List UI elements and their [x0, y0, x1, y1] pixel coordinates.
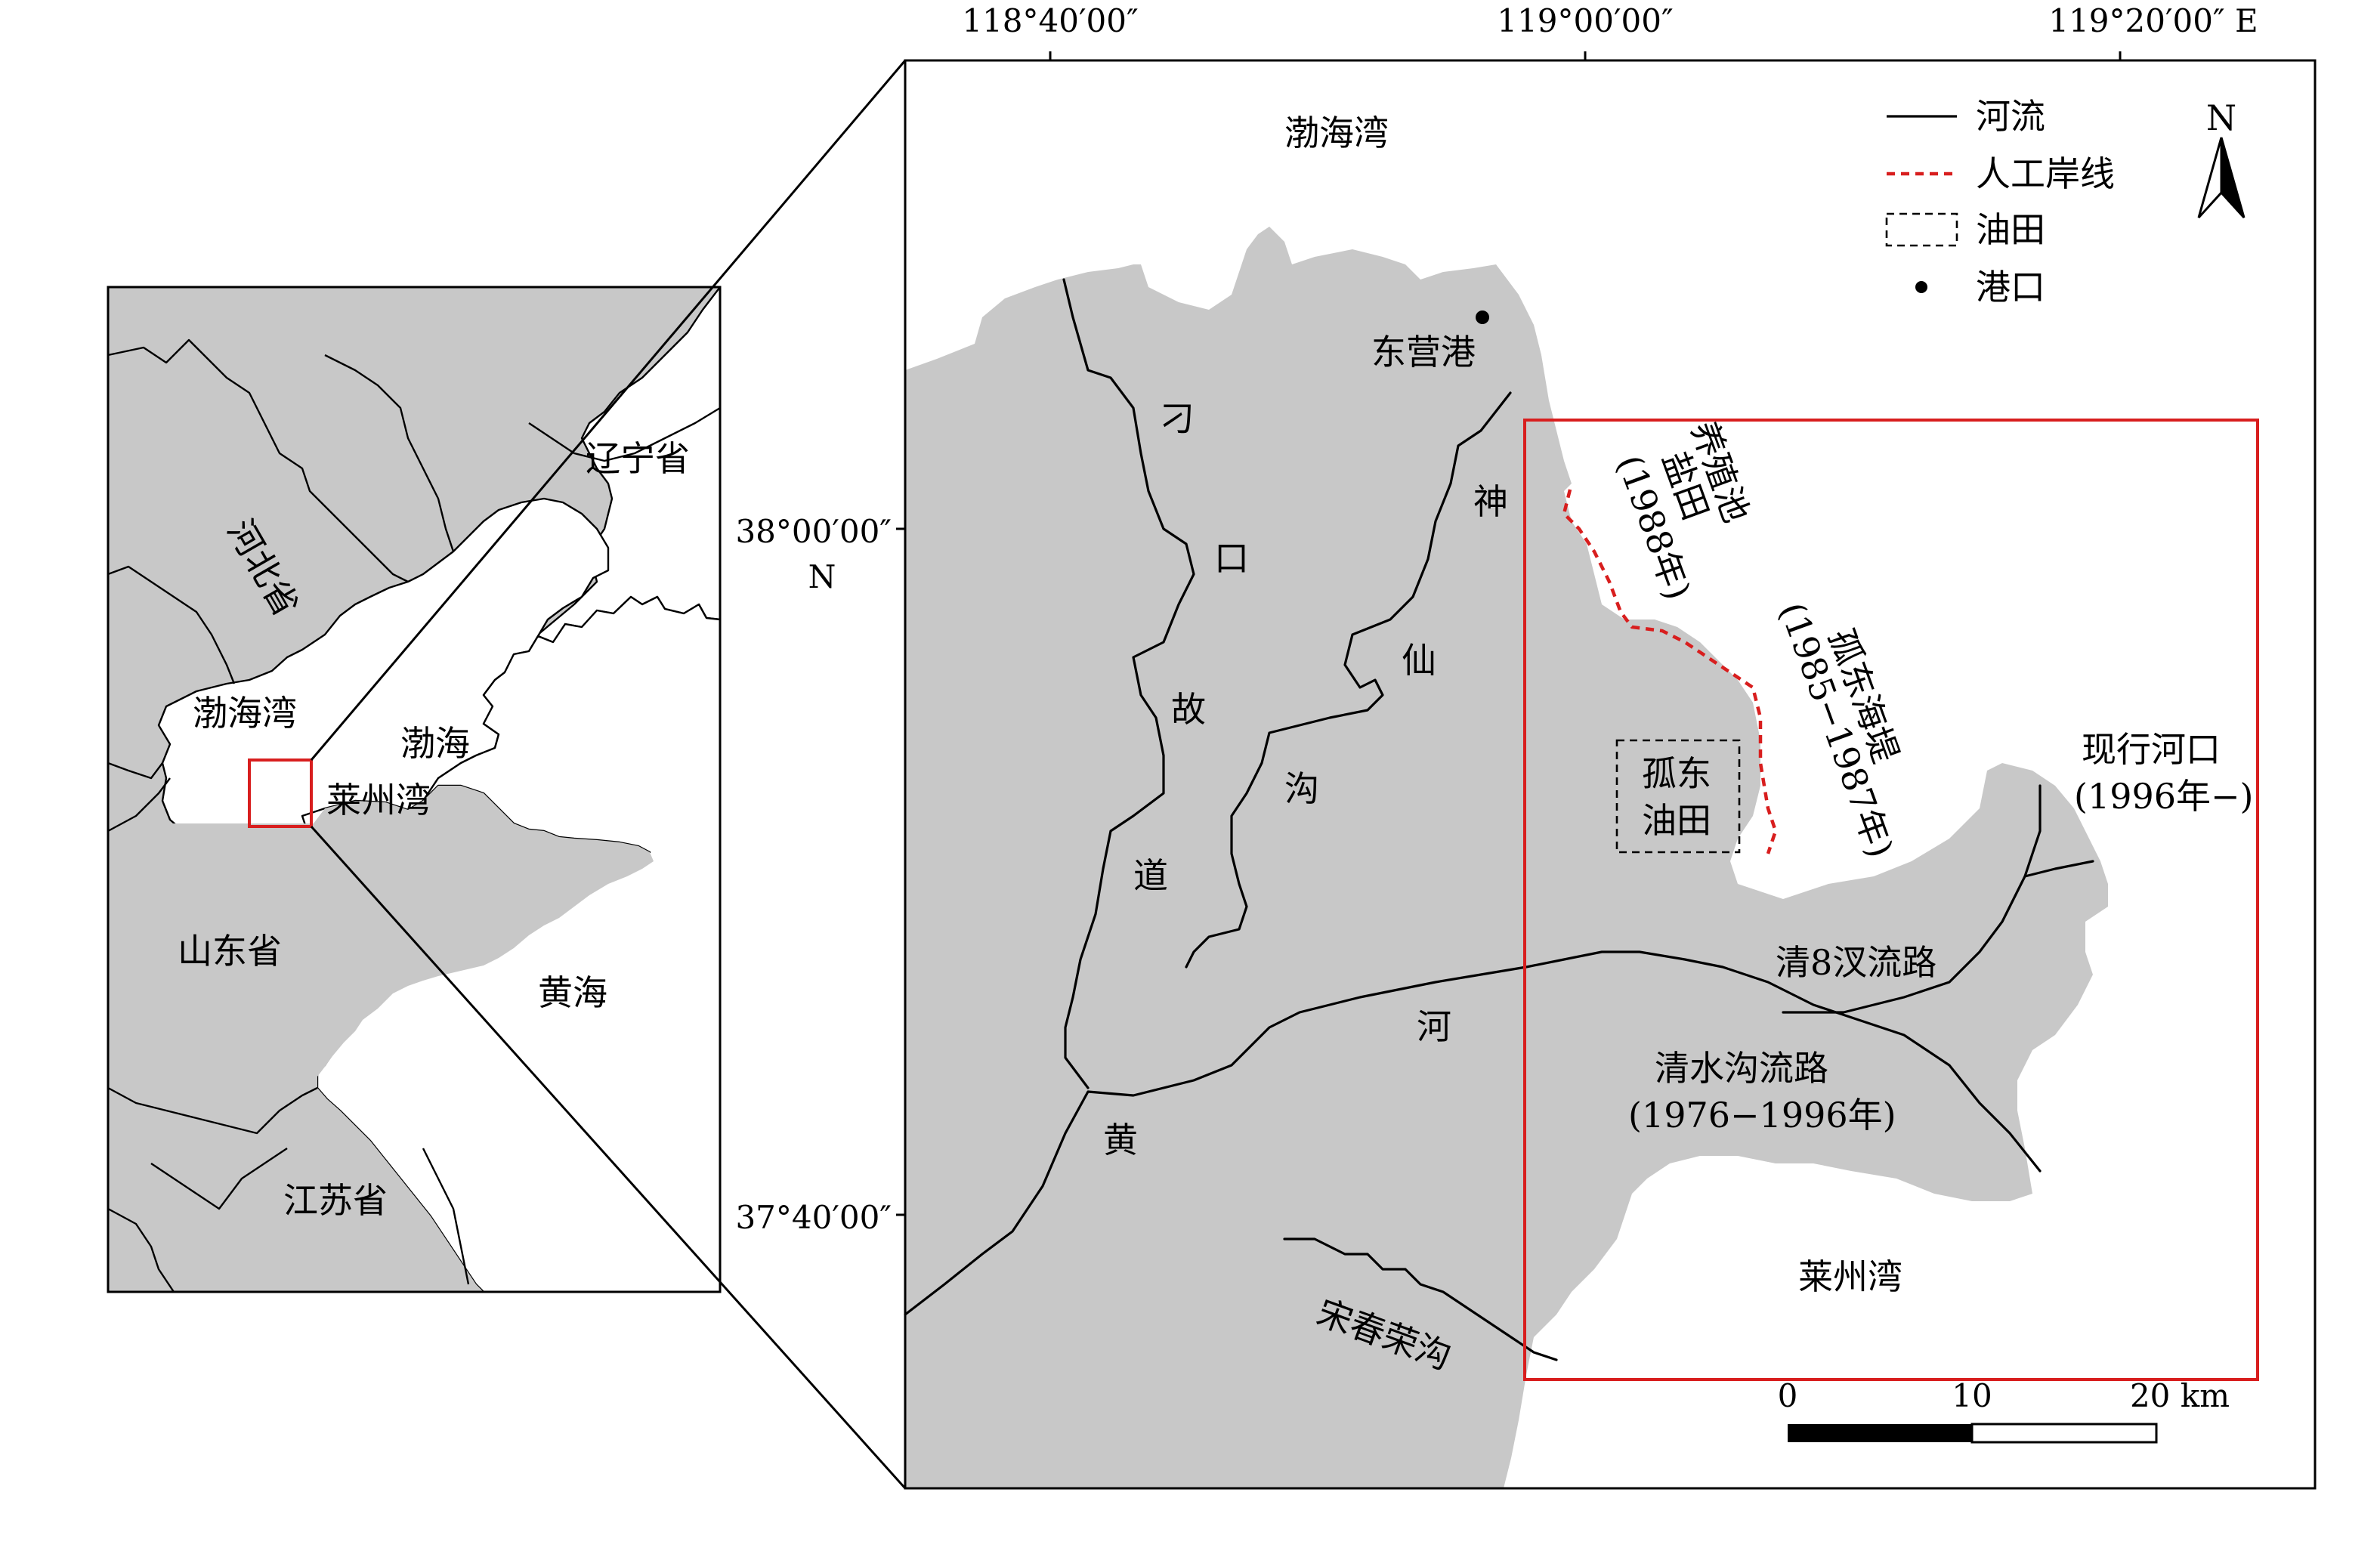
label-shenxian-1: 神 [1473, 481, 1508, 522]
dongying-port-dot [1476, 311, 1489, 324]
label-diaokou-4: 道 [1133, 855, 1168, 896]
north-arrow-label: N [2206, 97, 2236, 138]
overview-border-shandong [107, 777, 171, 833]
coordinate-labels: 118°40′00″ 119°00′00″ 119°20′00″ E 38°00… [735, 2, 2258, 1236]
label-yellow-river-1: 黄 [1103, 1120, 1138, 1160]
detail-map: 渤海湾 东营港 莱州湾 刁 口 故 道 神 仙 沟 黄 河 宋春荣沟 清8汊流路… [904, 59, 2317, 1490]
overview-border-west [107, 565, 236, 684]
legend-label-oilfield: 油田 [1976, 209, 2045, 250]
label-diaokou-1: 刁 [1160, 398, 1195, 439]
label-current-mouth-years: (1996年−) [2074, 776, 2254, 817]
label-laizhou-bay: 莱州湾 [1798, 1256, 1902, 1297]
overview-jiangsu-coast [108, 1088, 484, 1292]
overview-study-area-box [248, 759, 313, 828]
label-diaokou-3: 故 [1171, 689, 1206, 730]
river-diaokou [1062, 278, 1195, 1089]
overview-border-jiangsu4 [422, 1148, 470, 1285]
overview-shandong-peninsula [108, 786, 654, 1088]
lon-label-2: 119°00′00″ [1497, 2, 1673, 39]
river-yellow [904, 950, 2042, 1316]
label-current-mouth: 现行河口 [2082, 729, 2221, 770]
label-diaokou-2: 口 [1214, 538, 1249, 579]
legend-label-river: 河流 [1976, 96, 2045, 137]
overview-border-jiangsu3 [107, 1207, 175, 1293]
label-gudong-oil-2: 油田 [1642, 800, 1711, 841]
scale-label-0: 0 [1778, 1377, 1798, 1414]
label-gudong-oil-1: 孤东 [1642, 753, 1711, 794]
detail-land [905, 227, 2108, 1488]
overview-frame [107, 286, 722, 1293]
detail-frame [904, 59, 2317, 1490]
scale-label-20: 20 km [2130, 1377, 2230, 1414]
zoom-line-top [310, 60, 907, 761]
river-qing8-branch [2023, 860, 2094, 878]
label-shenxian-2: 仙 [1402, 640, 1436, 681]
overview-label-yellow-sea: 黄海 [538, 972, 607, 1013]
legend-label-port: 港口 [1976, 267, 2045, 307]
overview-border-hebei [107, 338, 409, 583]
lon-label-3: 119°20′00″ E [2048, 2, 2258, 39]
label-qing8: 清8汊流路 [1776, 942, 1936, 983]
north-arrow-icon [2197, 137, 2223, 219]
label-yellow-river-2: 河 [1417, 1006, 1451, 1047]
north-arrow: N [2197, 97, 2246, 219]
overview-border-liaoning [528, 406, 721, 462]
lat-label-2: 37°40′00″ [735, 1199, 892, 1236]
legend-swatch-oilfield [1885, 212, 1958, 247]
label-bohai-bay: 渤海湾 [1284, 113, 1389, 153]
overview-border-jiangsu [107, 1086, 318, 1135]
overview-label-shandong: 山东省 [178, 931, 282, 972]
overview-border-jiangsu2 [150, 1148, 288, 1210]
overview-map: 河北省 辽宁省 山东省 江苏省 渤海湾 渤海 莱州湾 黄海 [107, 286, 722, 1293]
overview-border-shandong2 [107, 762, 163, 780]
label-dongying-port: 东营港 [1371, 332, 1476, 372]
scale-bar: 0 10 20 km [1778, 1377, 2230, 1444]
overview-label-bohai: 渤海 [400, 723, 470, 764]
label-qingshuigou: 清水沟流路 [1655, 1048, 1828, 1089]
legend: 河流 人工岸线 油田 港口 [1885, 96, 2115, 307]
overview-label-jiangsu: 江苏省 [283, 1180, 388, 1221]
north-arrow-icon-fill [2220, 137, 2246, 219]
river-qing8 [1782, 784, 2042, 1014]
lon-label-1: 118°40′00″ [962, 2, 1138, 39]
overview-label-bohai-bay: 渤海湾 [193, 693, 297, 734]
scale-label-10: 10 [1952, 1377, 1992, 1414]
lat-label-1: 38°00′00″ [735, 513, 892, 550]
scale-bar-white [1970, 1423, 2158, 1444]
study-area-box [1523, 419, 2259, 1381]
zoom-line-bottom [310, 825, 907, 1490]
river-songchun [1283, 1237, 1558, 1361]
river-shenxian [1185, 391, 1512, 969]
overview-label-laizhou-bay: 莱州湾 [326, 780, 431, 820]
legend-label-artificial-coast: 人工岸线 [1976, 153, 2115, 194]
gudong-dyke-line [1562, 489, 1778, 854]
label-qingshuigou-years: (1976−1996年) [1628, 1095, 1896, 1135]
overview-border-hebei2 [324, 354, 455, 552]
label-shenxian-3: 沟 [1284, 768, 1319, 809]
gudong-oilfield-box [1615, 739, 1741, 854]
legend-swatch-port [1915, 281, 1927, 293]
overview-label-liaoning: 辽宁省 [586, 438, 690, 479]
scale-bar-black [1788, 1424, 1972, 1442]
lat-label-1-suffix: N [808, 558, 836, 595]
